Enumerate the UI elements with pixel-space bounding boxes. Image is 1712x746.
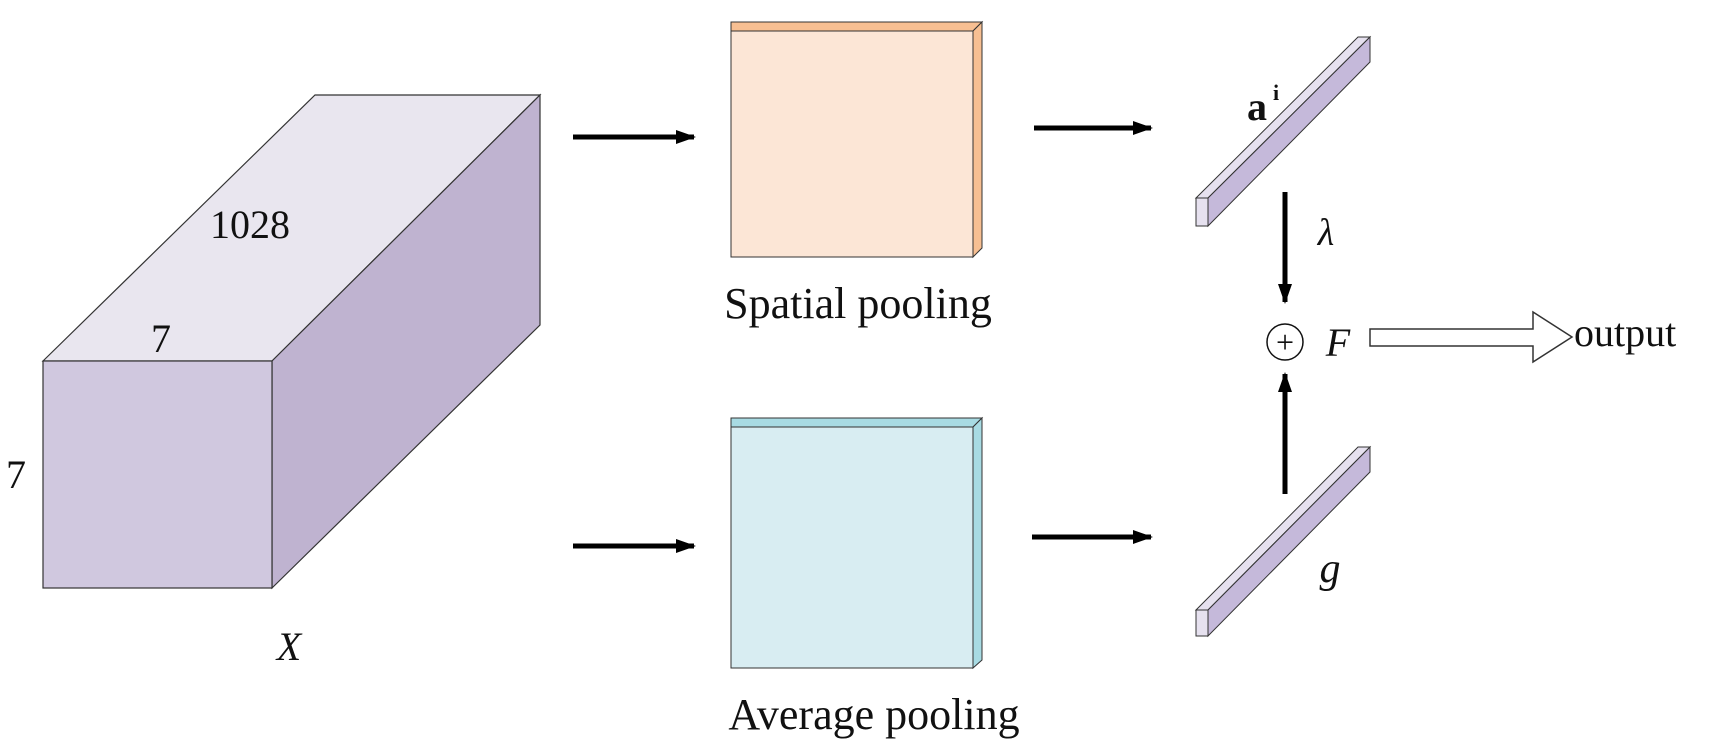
vector-g-end-face	[1195, 609, 1209, 637]
vector-a-end-face	[1195, 197, 1209, 227]
average-map-top-edge	[730, 417, 984, 428]
vector-g-side-face	[1207, 445, 1371, 638]
sum-operator-symbol: +	[1276, 324, 1294, 360]
average-map-face	[730, 426, 974, 669]
fused-feature-label: F	[1325, 320, 1351, 365]
average-pooling-label: Average pooling	[728, 690, 1019, 739]
spatial-map-top-edge	[730, 21, 984, 32]
average-map-side-edge	[972, 416, 983, 670]
lambda-weight-label: λ	[1317, 212, 1334, 254]
cube-depth-label: 1028	[210, 202, 290, 247]
sum-operator-circle	[1266, 323, 1304, 361]
vector-a-superscript: i	[1273, 80, 1279, 105]
vector-g-label: g	[1320, 546, 1341, 592]
output-arrow	[1369, 310, 1574, 364]
spatial-pooling-map	[730, 20, 984, 259]
cube-height-label: 7	[6, 452, 26, 497]
output-label: output	[1574, 310, 1676, 355]
vector-a-top-face	[1194, 36, 1372, 199]
input-variable-label: X	[275, 624, 303, 669]
attention-vector-bar	[1194, 35, 1372, 228]
spatial-map-face	[730, 30, 974, 258]
vector-a-base: a	[1247, 84, 1267, 129]
spatial-pooling-label: Spatial pooling	[724, 279, 992, 328]
input-feature-cube	[41, 93, 542, 590]
average-pooling-map	[730, 416, 984, 670]
vector-a-side-face	[1207, 35, 1371, 228]
cube-front-face	[42, 360, 273, 589]
spatial-map-side-edge	[972, 20, 983, 259]
global-vector-bar	[1194, 445, 1372, 638]
cube-width-label: 7	[151, 316, 171, 361]
